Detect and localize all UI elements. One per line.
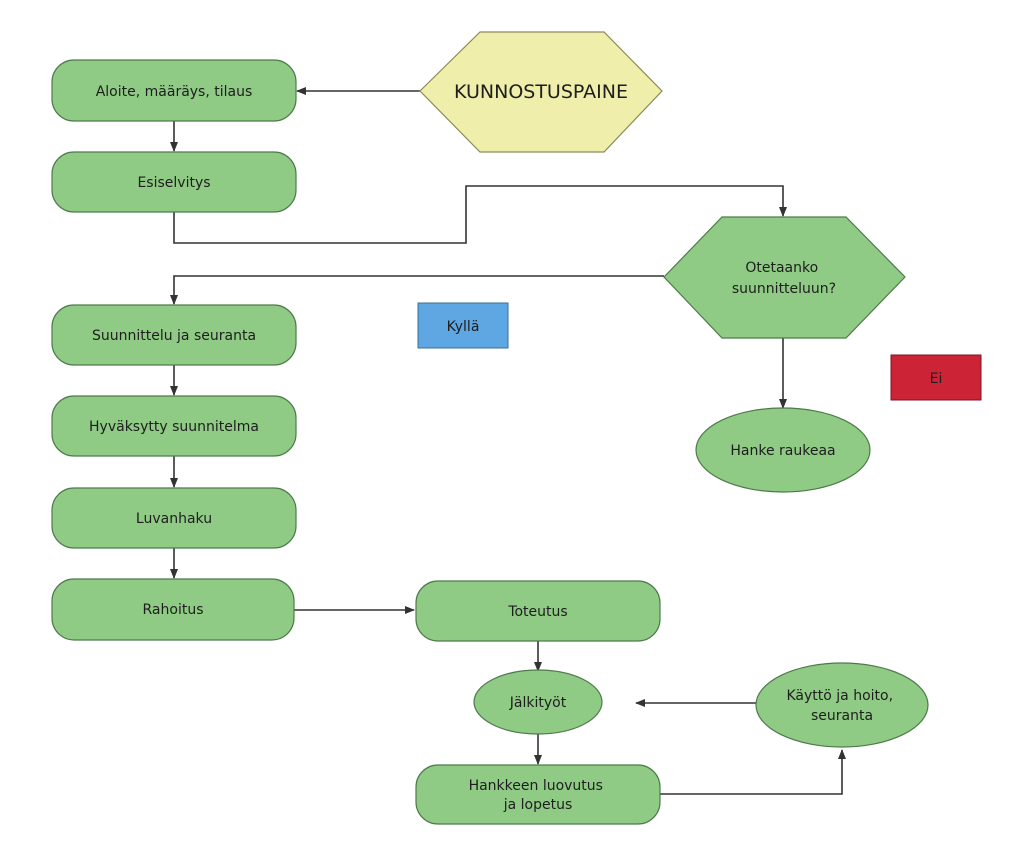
node-permit-label: Luvanhaku — [136, 511, 212, 527]
node-handover: Hankkeen luovutus ja lopetus — [415, 764, 661, 825]
node-decision: Otetaanko suunnitteluun? — [663, 216, 906, 339]
node-pre-study: Esiselvitys — [51, 151, 297, 213]
edge-prestudy-to-decision — [173, 185, 787, 244]
edges — [170, 87, 846, 795]
node-handover-label: Hankkeen luovutus ja lopetus — [469, 778, 608, 813]
no-label-box: Ei — [890, 354, 982, 401]
node-initiative-label: Aloite, määräys, tilaus — [96, 84, 253, 100]
node-decision-line-1: Otetaanko — [745, 260, 818, 276]
node-initiative: Aloite, määräys, tilaus — [51, 59, 297, 122]
node-implementation-label: Toteutus — [507, 604, 567, 620]
node-funding: Rahoitus — [51, 578, 295, 641]
node-handover-line-2: ja lopetus — [503, 797, 573, 813]
yes-label: Kyllä — [447, 319, 480, 335]
node-follow-up-work: Jälkityöt — [473, 669, 603, 735]
node-maintenance-label: Käyttö ja hoito, seuranta — [787, 688, 898, 724]
trigger-label: KUNNOSTUSPAINE — [454, 81, 628, 103]
node-decision-line-2: suunnitteluun? — [732, 281, 836, 297]
node-approved-plan: Hyväksytty suunnitelma — [51, 395, 297, 457]
no-label: Ei — [930, 371, 943, 387]
node-handover-line-1: Hankkeen luovutus — [469, 778, 603, 794]
yes-label-box: Kyllä — [417, 302, 509, 349]
node-approved-plan-label: Hyväksytty suunnitelma — [89, 419, 259, 435]
node-pre-study-label: Esiselvitys — [137, 175, 210, 191]
node-implementation: Toteutus — [415, 580, 661, 642]
node-maintenance-line-1: Käyttö ja hoito, — [787, 688, 894, 704]
node-planning: Suunnittelu ja seuranta — [51, 304, 297, 366]
node-cancelled: Hanke raukeaa — [695, 407, 871, 493]
node-funding-label: Rahoitus — [143, 602, 204, 618]
node-maintenance: Käyttö ja hoito, seuranta — [755, 662, 929, 748]
node-follow-up-work-label: Jälkityöt — [509, 695, 567, 711]
node-planning-label: Suunnittelu ja seuranta — [92, 328, 256, 344]
node-cancelled-label: Hanke raukeaa — [730, 443, 835, 459]
edge-handover-to-maintenance — [660, 749, 846, 795]
node-permit: Luvanhaku — [51, 487, 297, 549]
node-maintenance-line-2: seuranta — [811, 708, 873, 724]
node-decision-label: Otetaanko suunnitteluun? — [732, 260, 836, 297]
edge-decision-to-planning — [170, 275, 664, 305]
trigger-node: KUNNOSTUSPAINE — [419, 31, 663, 153]
